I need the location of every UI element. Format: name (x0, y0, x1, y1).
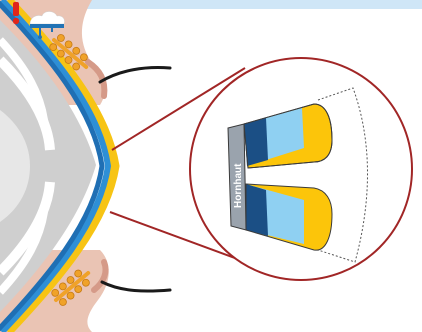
eye-surface-layers (0, 0, 120, 332)
eyeball (0, 20, 96, 312)
raindrop-icon (38, 34, 42, 39)
sector-outline (317, 87, 368, 263)
warning-icon (12, 2, 20, 25)
cornea-label: Hornhaut (233, 163, 244, 208)
zoom-circle (189, 57, 413, 281)
meibomian-gland-icon (51, 269, 91, 306)
tear-film-upper (243, 103, 333, 169)
zoom-line-top (111, 67, 246, 151)
meibomian-gland-icon (49, 34, 89, 71)
eyelash-icon (100, 280, 172, 293)
tear-film-lower (245, 183, 333, 251)
eyelash-icon (98, 66, 172, 84)
top-band (0, 0, 422, 9)
